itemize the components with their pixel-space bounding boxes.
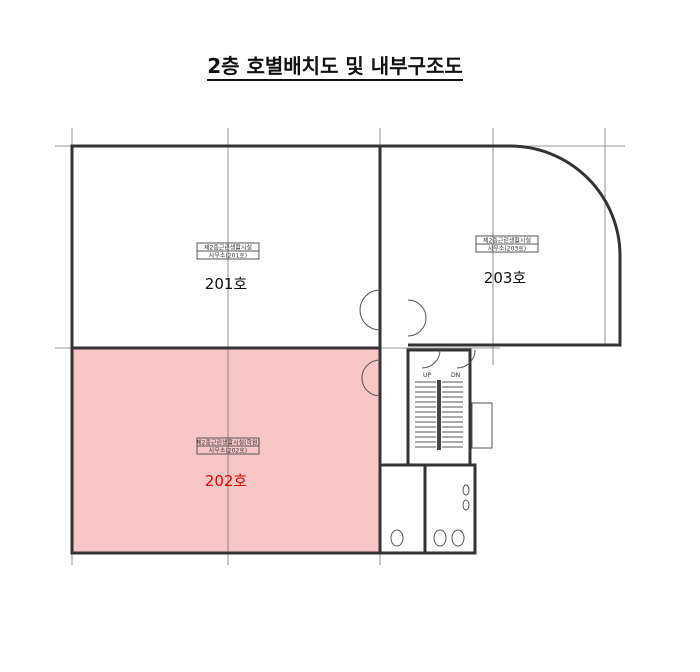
room-201-label: 201호	[205, 275, 248, 293]
svg-text:사무소(202호): 사무소(202호)	[209, 447, 247, 455]
svg-text:제2종근린생활시설(학원): 제2종근린생활시설(학원)	[196, 439, 260, 447]
stair-handrail	[437, 380, 441, 450]
svg-text:사무소(203호): 사무소(203호)	[488, 245, 526, 253]
walls	[70, 144, 622, 555]
room-203: 제2종근린생활시설 사무소(203호) 203호	[475, 235, 539, 287]
staircase	[415, 380, 463, 450]
room-202-label: 202호	[205, 472, 248, 490]
stair-down-label: DN	[451, 372, 460, 379]
svg-text:제2종근린생활시설: 제2종근린생활시설	[483, 237, 531, 245]
room-202: 제2종근린생활시설(학원) 사무소(202호) 202호	[196, 437, 260, 490]
room-203-label: 203호	[484, 269, 527, 287]
svg-text:사무소(201호): 사무소(201호)	[209, 252, 247, 260]
toilets	[390, 484, 470, 547]
doors	[359, 289, 476, 397]
room-202-highlight	[73, 349, 380, 553]
stair-up-label: UP	[423, 372, 431, 379]
svg-text:제2종근린생활시설: 제2종근린생활시설	[204, 244, 252, 252]
page-title: 2층 호별배치도 및 내부구조도	[0, 50, 670, 81]
room-201: 제2종근린생활시설 사무소(201호) 201호	[196, 242, 260, 293]
